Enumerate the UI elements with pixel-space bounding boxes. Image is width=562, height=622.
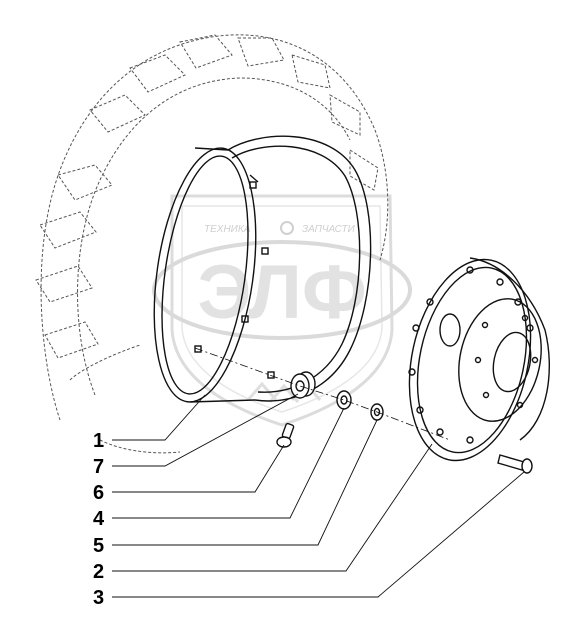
leader-line-5 [112,419,378,546]
callout-6: 6 [93,482,104,504]
assembly-axis [194,347,451,441]
watermark-gear-icon [280,221,294,235]
watermark-text-right: ЗАПЧАСТИ [302,224,356,235]
callout-1: 1 [93,430,104,452]
leader-line-6 [112,444,285,493]
callout-3: 3 [93,587,104,609]
watermark-text-left: ТЕХНИКА [204,224,251,235]
watermark-big-text: ЭЛФ [197,250,366,335]
leader-lines [112,393,525,598]
leader-line-1 [112,394,206,441]
callout-7: 7 [93,456,104,478]
callout-labels: 1 7 6 4 5 2 3 [93,430,105,609]
callout-2: 2 [93,561,104,583]
watermark-logo: ТЕХНИКА ЗАПЧАСТИ ЭЛФ [152,194,412,427]
bolt-part [497,454,533,474]
wheel-hub-disc [408,257,550,462]
leader-line-4 [112,407,345,519]
nut-part [336,390,352,410]
valve-part [276,422,295,448]
callout-5: 5 [93,535,104,557]
leader-line-7 [112,393,299,467]
tyre-outline [35,34,389,454]
callout-4: 4 [93,508,105,530]
spacer-part [290,371,316,399]
leader-line-3 [112,471,525,598]
leader-line-2 [112,443,433,572]
